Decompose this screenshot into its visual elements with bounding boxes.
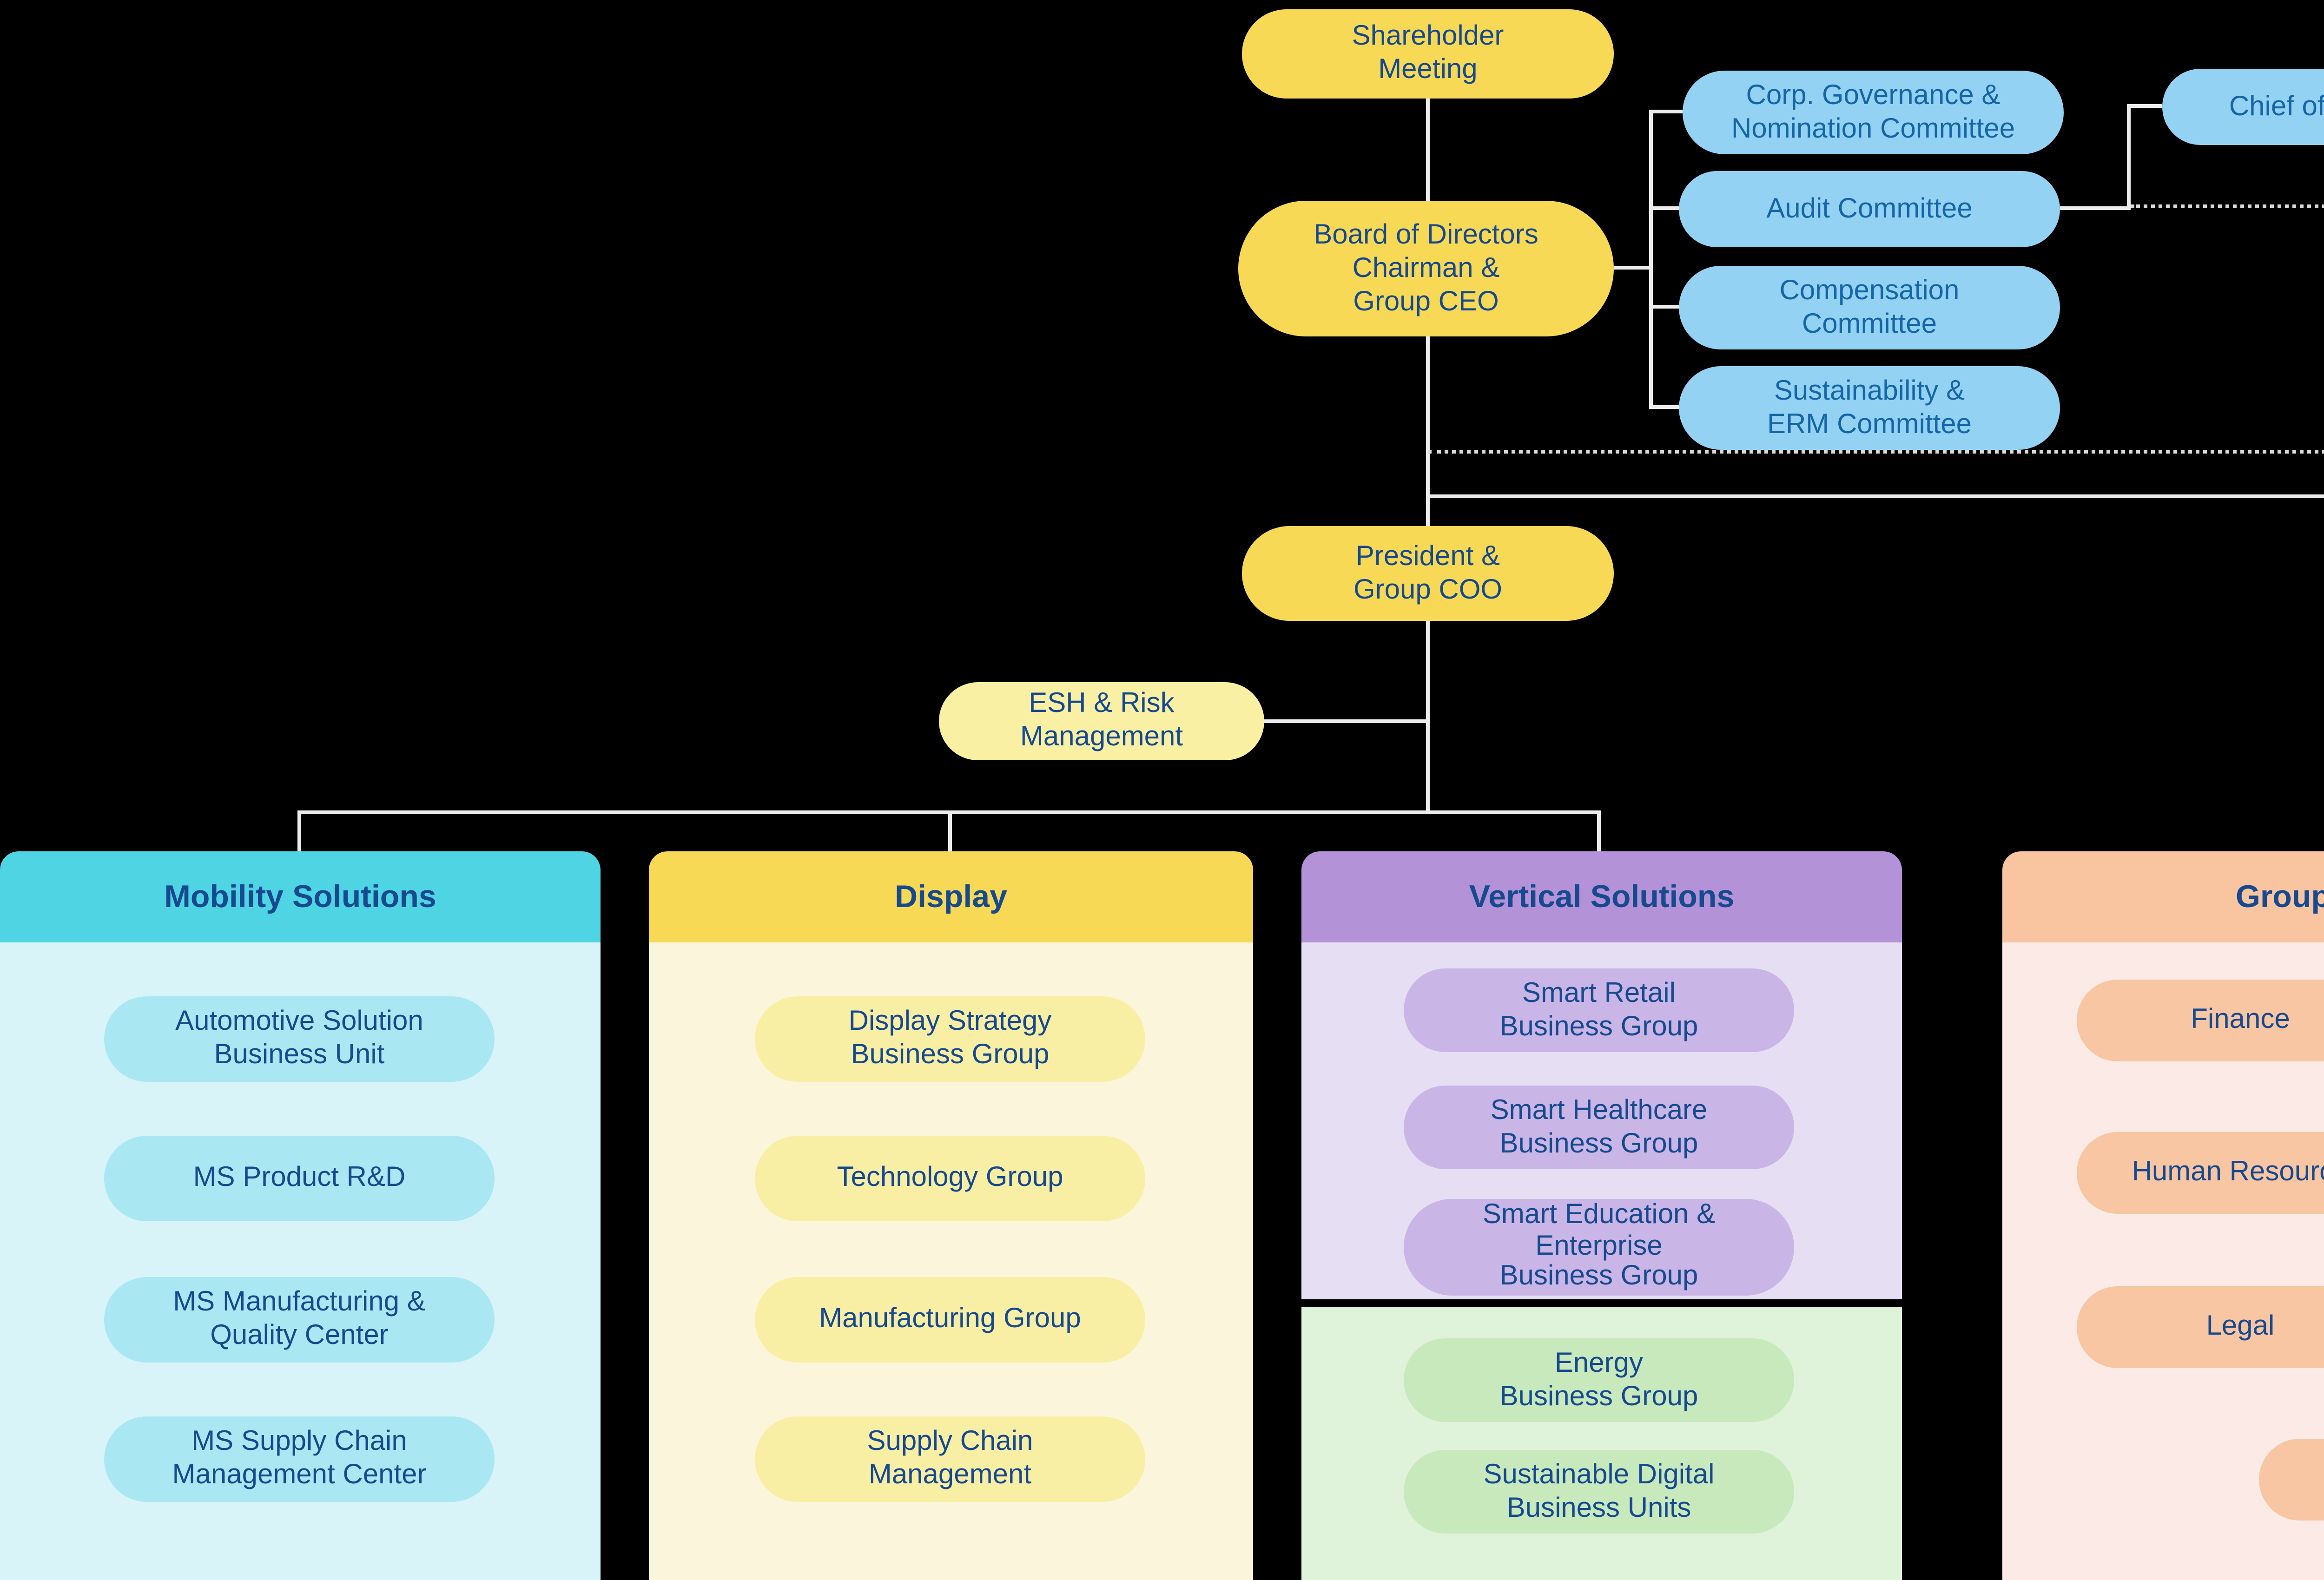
node-ms-product-rd: MS Product R&D bbox=[104, 1136, 495, 1221]
connector-line bbox=[1649, 405, 1679, 409]
node-chief-of-compliance: Chief of Compliance bbox=[2162, 69, 2324, 145]
node-committee-compensation: Compensation Committee bbox=[1679, 266, 2060, 349]
connector-line-dotted bbox=[2131, 204, 2324, 208]
node-manufacturing-group: Manufacturing Group bbox=[755, 1277, 1145, 1363]
node-technology-group: Technology Group bbox=[755, 1136, 1145, 1221]
column-header-display: Display bbox=[649, 851, 1253, 942]
connector-line bbox=[1649, 305, 1679, 309]
node-human-resource: Human Resource bbox=[2077, 1132, 2324, 1214]
node-committee-audit: Audit Committee bbox=[1679, 171, 2060, 247]
node-board-of-directors: Board of Directors Chairman & Group CEO bbox=[1238, 201, 1614, 336]
connector-line bbox=[948, 810, 952, 851]
connector-line bbox=[2131, 104, 2162, 108]
connector-line-dotted bbox=[1428, 450, 2324, 454]
node-smart-retail-business-group: Smart Retail Business Group bbox=[1404, 968, 1794, 1052]
node-ms-manufacturing-quality-center: MS Manufacturing & Quality Center bbox=[104, 1277, 495, 1363]
node-sustainable-digital-business-units: Sustainable Digital Business Units bbox=[1404, 1450, 1794, 1534]
node-automotive-solution-business-unit: Automotive Solution Business Unit bbox=[104, 996, 495, 1082]
node-president-group-coo: President & Group COO bbox=[1242, 526, 1614, 621]
connector-line bbox=[297, 810, 301, 851]
node-committee-sustainability-erm: Sustainability & ERM Committee bbox=[1679, 366, 2060, 450]
connector-line bbox=[1649, 110, 1683, 113]
node-smart-education-enterprise-business-group: Smart Education & Enterprise Business Gr… bbox=[1404, 1198, 1794, 1296]
connector-line bbox=[1264, 719, 1428, 723]
node-finance: Finance bbox=[2077, 980, 2324, 1061]
connector-line bbox=[2060, 206, 2131, 210]
connector-line bbox=[1426, 494, 2324, 498]
column-header-group-infrastructure-unit: Group Infrastructure Unit bbox=[2002, 851, 2324, 942]
node-display-strategy-business-group: Display Strategy Business Group bbox=[755, 996, 1145, 1082]
node-ms-supply-chain-management-center: MS Supply Chain Management Center bbox=[104, 1416, 495, 1502]
node-legal: Legal bbox=[2077, 1286, 2324, 1368]
connector-line bbox=[1614, 266, 1649, 270]
connector-line bbox=[2127, 104, 2131, 210]
connector-line bbox=[1597, 810, 1601, 851]
node-committee-corp-governance: Corp. Governance & Nomination Committee bbox=[1683, 71, 2064, 154]
node-esh-risk-management: ESH & Risk Management bbox=[939, 682, 1264, 760]
node-shareholder-meeting: Shareholder Meeting bbox=[1242, 9, 1614, 99]
connector-line bbox=[1649, 206, 1679, 210]
connector-line bbox=[1426, 97, 1430, 204]
column-header-mobility-solutions: Mobility Solutions bbox=[0, 851, 601, 942]
connector-line bbox=[1649, 110, 1653, 409]
node-smart-healthcare-business-group: Smart Healthcare Business Group bbox=[1404, 1086, 1794, 1169]
node-energy-business-group: Energy Business Group bbox=[1404, 1338, 1794, 1422]
node-auditing: Auditing bbox=[2259, 1439, 2324, 1521]
column-header-vertical-solutions: Vertical Solutions bbox=[1301, 851, 1902, 942]
node-supply-chain-management: Supply Chain Management bbox=[755, 1416, 1145, 1502]
